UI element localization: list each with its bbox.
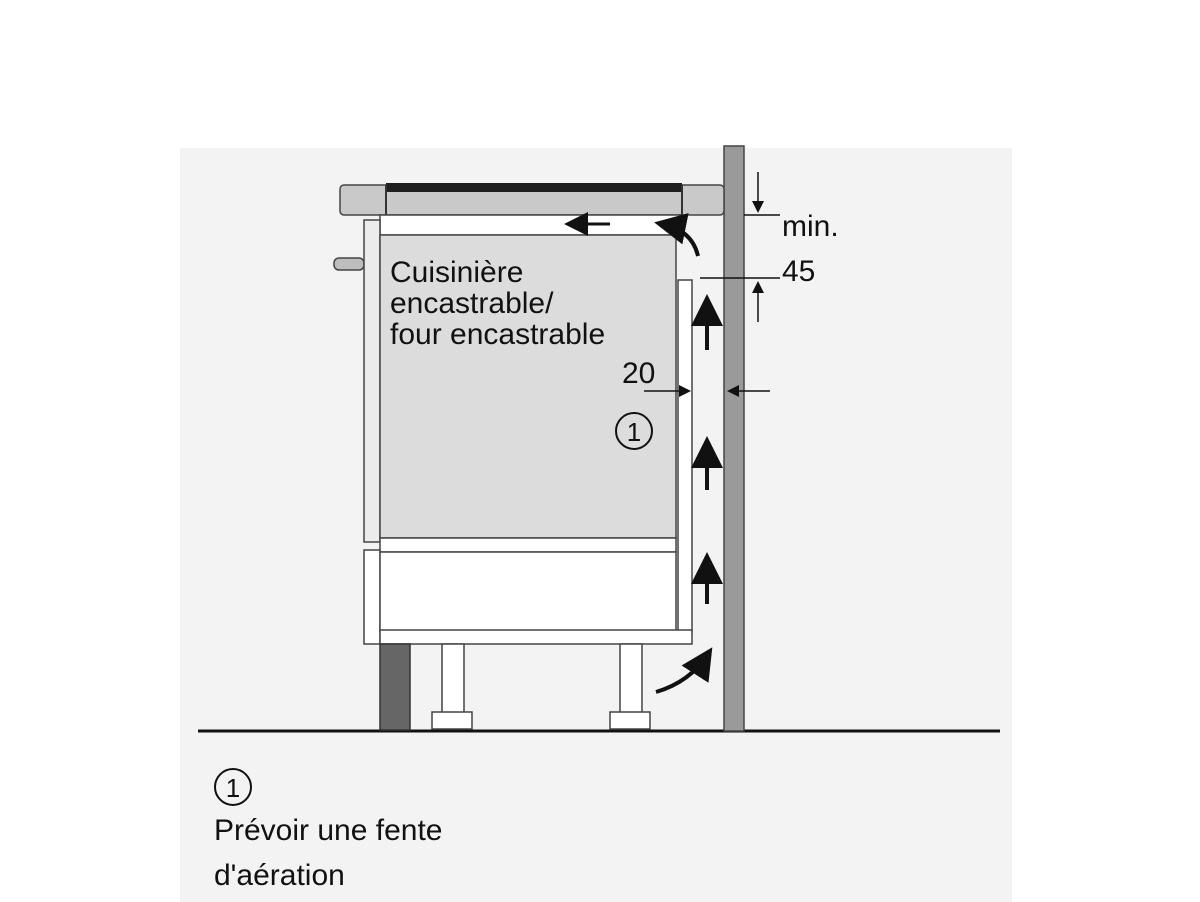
drawer xyxy=(379,551,677,633)
oven-bottom-shelf xyxy=(379,537,677,553)
oven-front-strip xyxy=(363,219,381,543)
dimension-min-label: min. xyxy=(782,210,839,243)
drawer-front-strip xyxy=(363,549,381,645)
appliance-label-line1: Cuisinière xyxy=(390,256,523,289)
legend-marker-circle xyxy=(214,768,252,806)
side-wall xyxy=(723,145,745,732)
cabinet-foot-left xyxy=(431,643,473,730)
cabinet-top-rail xyxy=(379,214,681,236)
oven-handle xyxy=(333,257,365,271)
cabinet-base xyxy=(379,629,693,645)
airflow-arrows xyxy=(564,212,723,694)
legend-text-line1: Prévoir une fente xyxy=(214,814,442,847)
airflow-arrow-top-curve xyxy=(654,213,700,257)
dimension-45-value: 45 xyxy=(782,255,815,288)
callout-marker-number: 1 xyxy=(627,417,641,447)
legend-text-line2: d'aération xyxy=(214,859,345,892)
callout-marker-circle xyxy=(615,412,653,450)
legend-marker-number: 1 xyxy=(226,773,240,803)
plinth xyxy=(379,643,411,731)
dimension-top-clearance xyxy=(700,172,780,322)
appliance-label-line2: encastrable/ xyxy=(390,287,554,320)
cooktop-glass xyxy=(386,183,682,192)
oven-body xyxy=(379,234,677,539)
appliance-label-line3: four encastrable xyxy=(390,318,605,351)
dimension-20-value: 20 xyxy=(622,357,655,390)
airflow-arrow-bottom-curve xyxy=(655,647,713,694)
cabinet-back-panel xyxy=(677,279,693,633)
cabinet-foot-right xyxy=(609,643,651,730)
